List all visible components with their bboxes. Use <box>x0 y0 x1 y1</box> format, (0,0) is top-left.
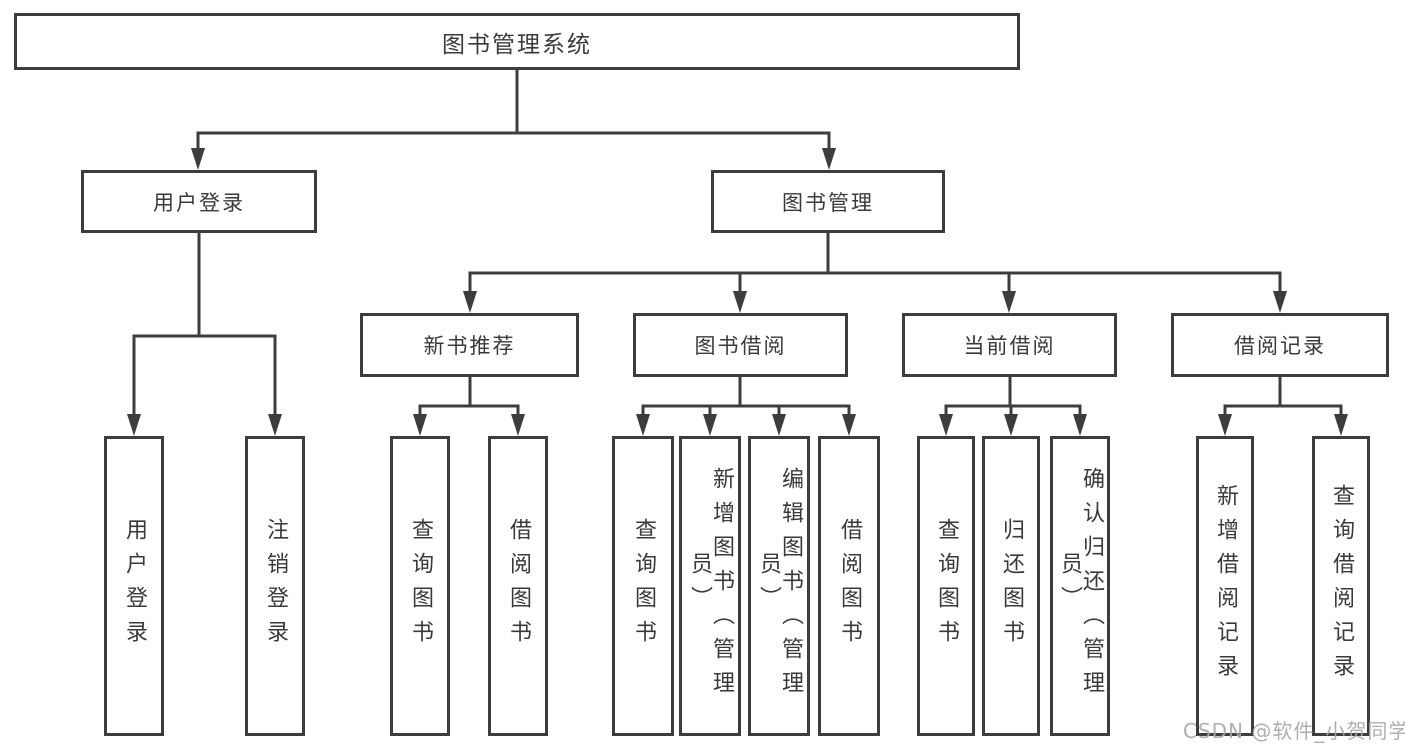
leaf-query-books-2: 查询图书 <box>612 436 674 736</box>
leaf-query-books-2-label: 查询图书 <box>631 518 656 654</box>
leaf-query-borrow-record: 查询借阅记录 <box>1312 436 1370 736</box>
node-new-book-recommend: 新书推荐 <box>360 313 579 377</box>
leaf-add-borrow-record: 新增借阅记录 <box>1196 436 1254 736</box>
node-borrow-records-label: 借阅记录 <box>1234 334 1326 358</box>
csdn-watermark: CSDN @软件_小贺同学 <box>1183 719 1405 743</box>
leaf-confirm-return-admin-label: 确认归还（管理员） <box>1057 467 1104 705</box>
node-new-book-recommend-label: 新书推荐 <box>423 334 516 358</box>
leaf-return-book-label: 归还图书 <box>999 518 1024 654</box>
leaf-logout: 注销登录 <box>245 436 305 736</box>
leaf-add-book-admin-label: 新增图书（管理员） <box>687 467 734 705</box>
node-book-management: 图书管理 <box>711 170 945 233</box>
node-current-borrowing-label: 当前借阅 <box>963 334 1056 358</box>
leaf-user-login: 用户登录 <box>104 436 164 736</box>
node-borrow-records: 借阅记录 <box>1171 313 1389 377</box>
node-book-management-label: 图书管理 <box>782 190 874 215</box>
node-current-borrowing: 当前借阅 <box>902 313 1117 377</box>
node-root-label: 图书管理系统 <box>442 31 592 58</box>
node-book-borrowing: 图书借阅 <box>633 313 848 377</box>
leaf-add-borrow-record-label: 新增借阅记录 <box>1213 484 1238 688</box>
node-root-system: 图书管理系统 <box>14 13 1020 70</box>
leaf-add-book-admin: 新增图书（管理员） <box>679 436 741 736</box>
leaf-user-login-label: 用户登录 <box>122 518 147 654</box>
node-user-login: 用户登录 <box>81 170 317 233</box>
leaf-confirm-return-admin: 确认归还（管理员） <box>1050 436 1110 736</box>
leaf-query-borrow-record-label: 查询借阅记录 <box>1329 484 1354 688</box>
leaf-query-books-1-label: 查询图书 <box>408 518 433 654</box>
leaf-query-books-1: 查询图书 <box>390 436 450 736</box>
leaf-borrow-books-1-label: 借阅图书 <box>506 518 531 654</box>
leaf-borrow-books-2-label: 借阅图书 <box>837 518 862 654</box>
leaf-edit-book-admin: 编辑图书（管理员） <box>748 436 810 736</box>
node-book-borrowing-label: 图书借阅 <box>694 334 787 358</box>
leaf-logout-label: 注销登录 <box>263 518 288 654</box>
leaf-query-books-3-label: 查询图书 <box>934 518 959 654</box>
leaf-edit-book-admin-label: 编辑图书（管理员） <box>756 467 803 705</box>
leaf-borrow-books-2: 借阅图书 <box>818 436 880 736</box>
leaf-return-book: 归还图书 <box>982 436 1040 736</box>
node-user-login-label: 用户登录 <box>153 190 245 215</box>
leaf-borrow-books-1: 借阅图书 <box>488 436 548 736</box>
leaf-query-books-3: 查询图书 <box>917 436 975 736</box>
